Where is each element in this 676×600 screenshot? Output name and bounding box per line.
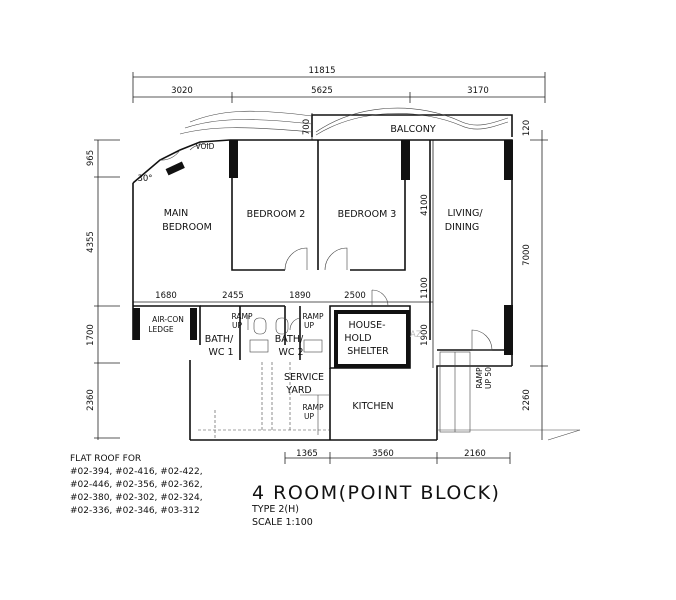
dim-inner-4100: 4100	[420, 194, 430, 216]
main-bedroom-label-2: BEDROOM	[162, 222, 212, 233]
flat-roof-line: #02-394, #02-416, #02-422,	[70, 467, 203, 477]
dim-bot-2160: 2160	[464, 449, 486, 459]
angle-label: 30°	[137, 174, 152, 184]
ramp-1-label: RAMP	[231, 312, 253, 321]
aircon-label-2: LEDGE	[148, 325, 174, 334]
plan-scale: SCALE 1:100	[252, 517, 313, 528]
dim-inner-1100: 1100	[420, 277, 430, 299]
ramp-labels: RAMP UP RAMP UP RAMP UP RAMP UP 50	[231, 312, 493, 421]
living-label-2: DINING	[445, 222, 480, 233]
shelter-label-1: HOUSE-	[348, 320, 385, 331]
dim-left-4355: 4355	[86, 231, 96, 253]
title-block: 4 ROOM(POINT BLOCK) TYPE 2(H) SCALE 1:10…	[251, 482, 500, 528]
bath2-label-2: WC 2	[278, 347, 303, 358]
dim-mid-2455: 2455	[222, 291, 244, 301]
dim-right-2260: 2260	[522, 389, 532, 411]
service-yard-label-1: SERVICE	[284, 372, 324, 383]
shelter-label-2: HOLD	[344, 333, 371, 344]
main-bedroom-label-1: MAIN	[164, 208, 189, 219]
ramp-1-up: UP	[232, 321, 242, 330]
dimension-lines	[94, 72, 548, 464]
flat-roof-note: FLAT ROOF FOR #02-394, #02-416, #02-422,…	[70, 454, 203, 516]
bath2-label-1: BATH/	[275, 334, 304, 345]
dim-mid-1680: 1680	[155, 291, 177, 301]
balcony-label: BALCONY	[390, 124, 436, 135]
kitchen-label: KITCHEN	[352, 401, 393, 412]
flat-roof-heading: FLAT ROOF FOR	[70, 454, 141, 464]
dim-mid-1890: 1890	[289, 291, 311, 301]
walls	[132, 139, 580, 441]
dim-overall-width: 11815	[308, 66, 335, 76]
ramp-4-label: RAMP	[475, 367, 484, 389]
dim-right-120: 120	[522, 120, 532, 136]
bath1-label-1: BATH/	[205, 334, 234, 345]
dim-inner-1900: 1900	[420, 324, 430, 346]
ramp-4-up: UP 50	[484, 367, 493, 389]
living-label-1: LIVING/	[447, 208, 483, 219]
ramp-3-up: UP	[304, 412, 314, 421]
bedroom2-label: BEDROOM 2	[247, 209, 306, 220]
flat-roof-line: #02-380, #02-302, #02-324,	[70, 493, 203, 503]
dim-top-right: 3170	[467, 86, 489, 96]
ramp-3-label: RAMP	[302, 403, 324, 412]
watermark: AZ	[410, 330, 422, 340]
dim-balcony-depth: 700	[302, 119, 312, 135]
room-labels: VOID BALCONY MAIN BEDROOM BEDROOM 2 BEDR…	[148, 124, 483, 412]
balcony	[179, 107, 513, 137]
dimension-labels: 11815 3020 5625 3170 965 4355 1700 2360 …	[86, 66, 532, 459]
plan-type: TYPE 2(H)	[251, 504, 299, 515]
flat-roof-line: #02-446, #02-356, #02-362,	[70, 480, 203, 490]
dim-mid-2500: 2500	[344, 291, 366, 301]
doors	[159, 143, 493, 351]
dim-left-1700: 1700	[86, 324, 96, 346]
dim-bot-3560: 3560	[372, 449, 394, 459]
dim-bot-1365: 1365	[296, 449, 318, 459]
dim-right-7000: 7000	[522, 244, 532, 266]
plan-title: 4 ROOM(POINT BLOCK)	[252, 482, 500, 504]
shelter-label-3: SHELTER	[347, 346, 389, 357]
dim-top-mid: 5625	[311, 86, 333, 96]
dim-left-965: 965	[86, 150, 96, 166]
dim-top-left: 3020	[171, 86, 193, 96]
ramp-2-up: UP	[304, 321, 314, 330]
flat-roof-line: #02-336, #02-346, #03-312	[70, 506, 200, 516]
columns	[133, 140, 513, 368]
aircon-label-1: AIR-CON	[152, 315, 184, 324]
bath1-label-2: WC 1	[208, 347, 233, 358]
bedroom3-label: BEDROOM 3	[338, 209, 397, 220]
ramp-2-label: RAMP	[302, 312, 324, 321]
dim-left-2360: 2360	[86, 389, 96, 411]
fixtures	[198, 317, 581, 441]
void-label: VOID	[196, 142, 215, 151]
service-yard-label-2: YARD	[285, 385, 311, 396]
